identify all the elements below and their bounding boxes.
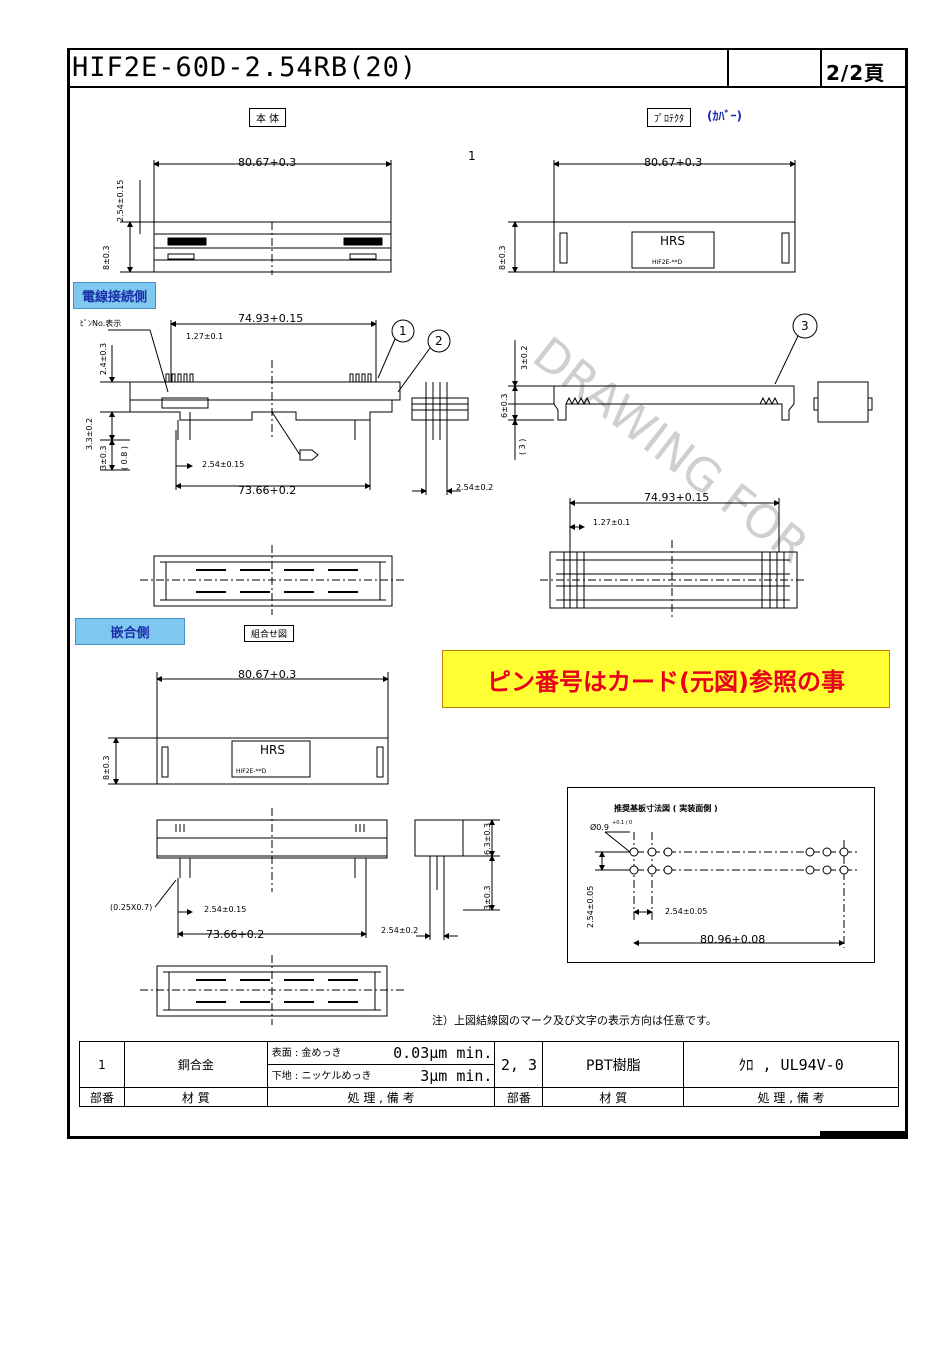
dim-pcb-span: 80.96+0.08 [700, 933, 765, 946]
dim-width-mating: 80.67+0.3 [238, 668, 296, 681]
column-header: 処 理 , 備 考 [683, 1087, 899, 1107]
dim-height-32: 3±0.2 [520, 345, 529, 370]
dim-height-3m: 3±0.3 [483, 885, 492, 910]
dim-height-08: ( 0.8 ) [120, 446, 129, 470]
finish-cell: ｸﾛ , UL94V-0 [683, 1041, 899, 1088]
dim-height-8-mating: 8±0.3 [102, 755, 111, 780]
dim-height-8-protector: 8±0.3 [498, 245, 507, 270]
title-cell-divider [727, 50, 729, 87]
dim-pcb-hole: Ø0.9 [590, 822, 609, 832]
balloon-1-label: 1 [399, 324, 407, 338]
pin-number-banner: ピン番号はカード(元図)参照の事 [442, 650, 890, 708]
logo-mating: HRS [260, 743, 285, 757]
material-cell: PBT樹脂 [542, 1041, 685, 1088]
finish-base-value: 3μm min. [420, 1067, 493, 1085]
dim-pitch-span-protector: 74.93+0.15 [644, 491, 709, 504]
main-body-label: 本 体 [249, 108, 287, 127]
page-number: 2/2頁 [826, 61, 886, 85]
logo-part-protector: HIF2E-**D [652, 259, 683, 266]
table-header-row: 部番 材 質 処 理 , 備 考 部番 材 質 処 理 , 備 考 [79, 1087, 899, 1107]
dim-height-6: 6±0.3 [500, 393, 509, 418]
parts-table: 1 銅合金 表面 : 金めっき 0.03μm min. 2, 3 PBT樹脂 ｸ… [79, 1041, 899, 1107]
part-no-cell: 2, 3 [494, 1041, 544, 1088]
frame-bottom-border [67, 1136, 908, 1139]
frame-left-border [67, 48, 70, 1136]
column-header: 部番 [494, 1087, 544, 1107]
dim-chamfer: (0.25X0.7) [110, 903, 152, 912]
material-cell: 銅合金 [123, 1041, 268, 1088]
dim-side-pitch: 2.54±0.2 [456, 483, 493, 492]
dim-pin-span-wire: 73.66+0.2 [238, 484, 296, 497]
mating-side-label: 嵌合側 [75, 618, 185, 645]
footnote: 注）上図結線図のマーク及び文字の表示方向は任意です。 [432, 1014, 717, 1027]
dim-height-254: 2.54±0.15 [116, 180, 125, 222]
protector-label: ﾌﾟﾛﾃｸﾀ [647, 108, 691, 127]
dim-pitch: 1.27±0.1 [186, 332, 223, 341]
assembly-label: 組合せ図 [244, 625, 295, 642]
pcb-layout-box [567, 787, 875, 963]
dim-side-pitch-mating: 2.54±0.2 [381, 926, 418, 935]
pin-number-label: ﾋﾟﾝNo.表示 [80, 318, 121, 328]
finish-base-cell: 下地 : ニッケルめっき 3μm min. [266, 1064, 496, 1088]
dim-pitch-span-wire: 74.93+0.15 [238, 312, 303, 325]
dim-width-protector: 80.67+0.3 [644, 156, 702, 169]
balloon-3-label: 3 [801, 319, 809, 333]
dim-row-pitch-mating: 2.54±0.15 [204, 905, 246, 914]
part-no-cell: 1 [79, 1041, 125, 1088]
balloon-2-label: 2 [435, 334, 443, 348]
dim-pcb-pitch: 2.54±0.05 [665, 907, 707, 916]
frame-top-border [67, 48, 907, 50]
dim-pin-span-mating: 73.66+0.2 [206, 928, 264, 941]
dim-row-pitch: 2.54±0.15 [202, 460, 244, 469]
finish-base-label: 下地 : ニッケルめっき [271, 1071, 372, 1082]
finish-surface-value: 0.03μm min. [393, 1044, 493, 1062]
logo-protector: HRS [660, 234, 685, 248]
dim-height-3: 3±0.3 [99, 445, 108, 470]
finish-surface-cell: 表面 : 金めっき 0.03μm min. [266, 1041, 496, 1065]
finish-surface-label: 表面 : 金めっき [271, 1048, 342, 1059]
frame-right-border [905, 48, 908, 1138]
pcb-title: 推奨基板寸法図 ( 実装面側 ) [614, 803, 718, 813]
drawing-title: HIF2E-60D-2.54RB(20) [72, 52, 418, 83]
footer-bar [820, 1131, 908, 1136]
dim-height-33: 3.3±0.2 [85, 418, 94, 450]
dim-height-3p: ( 3 ) [518, 439, 527, 455]
watermark-text: DRAWING FOR [523, 326, 819, 573]
logo-part-mating: HIF2E-**D [236, 768, 267, 775]
wire-side-label: 電線接続側 [73, 282, 157, 309]
title-row-divider [67, 86, 907, 88]
column-header: 材 質 [542, 1087, 685, 1107]
dim-pitch-protector: 1.27±0.1 [593, 518, 630, 527]
dim-height-8: 8±0.3 [102, 245, 111, 270]
dim-width-main: 80.67+0.3 [238, 156, 296, 169]
dim-height-63: 6.3±0.3 [483, 823, 492, 855]
dim-height-24: 2.4±0.3 [99, 343, 108, 375]
dim-pcb-hole-tol: +0.1 / 0 [612, 820, 632, 826]
column-header: 処 理 , 備 考 [266, 1087, 496, 1107]
title-cell-divider [820, 50, 822, 87]
column-header: 部番 [79, 1087, 125, 1107]
dim-pcb-row: 2.54±0.05 [586, 886, 595, 928]
balloon-1: 1 [468, 149, 476, 163]
column-header: 材 質 [123, 1087, 268, 1107]
protector-cover-label: (ｶﾊﾞｰ) [707, 109, 742, 123]
table-row: 1 銅合金 表面 : 金めっき 0.03μm min. 2, 3 PBT樹脂 ｸ… [79, 1041, 899, 1088]
